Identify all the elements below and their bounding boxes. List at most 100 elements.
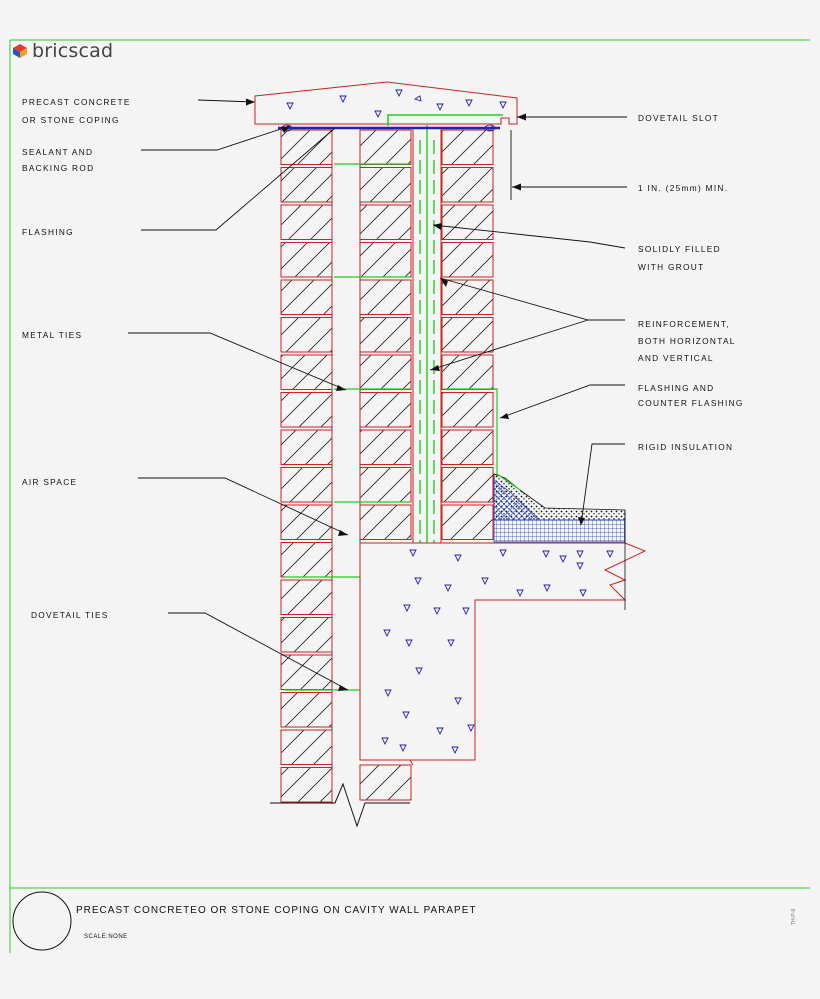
label-flashing: FLASHING (22, 227, 74, 237)
aggregate-mark (383, 629, 391, 638)
aggregate-mark (436, 727, 444, 736)
label-air-space: AIR SPACE (22, 477, 78, 487)
aggregate-mark (454, 697, 462, 706)
brick-unit (359, 429, 412, 465)
aggregate-mark (543, 584, 551, 593)
arrowheads (246, 98, 585, 691)
aggregate-mark (451, 746, 459, 755)
brick-unit (359, 764, 412, 801)
brick-unit (441, 242, 494, 278)
label-dovetail-slot: DOVETAIL SLOT (638, 113, 719, 123)
aggregate-mark (516, 589, 524, 598)
brick-unit (280, 429, 333, 465)
brick-unit (280, 317, 333, 353)
concrete-slab (359, 542, 647, 766)
brick-unit (359, 279, 412, 315)
aggregate-mark (454, 554, 462, 563)
label-grout-2: WITH GROUT (638, 262, 705, 272)
label-grout-1: SOLIDLY FILLED (638, 244, 721, 254)
brick-unit (359, 354, 412, 390)
brick-unit (441, 354, 494, 390)
aggregate-mark (462, 607, 470, 616)
brick-unit (441, 204, 494, 240)
brick-unit (280, 504, 333, 540)
aggregate-mark (403, 604, 411, 613)
brick-unit (441, 279, 494, 315)
brick-unit (359, 504, 412, 540)
label-sealant-1: SEALANT AND (22, 147, 94, 157)
brick-unit (359, 467, 412, 503)
brick-unit (359, 129, 412, 165)
aggregate-mark (402, 711, 410, 720)
brick-unit (280, 167, 333, 203)
aggregate-mark (481, 577, 489, 586)
aggregate-mark (499, 549, 507, 558)
aggregate-mark (384, 689, 392, 698)
brick-unit (359, 242, 412, 278)
label-min-clearance: 1 IN. (25mm) MIN. (638, 183, 729, 193)
brick-unit (280, 392, 333, 428)
coping (254, 81, 518, 132)
label-reinf-1: REINFORCEMENT, (638, 319, 730, 329)
label-coping-2: OR STONE COPING (22, 115, 120, 125)
sheet-number: TH-P-8 (791, 908, 797, 925)
metal-ties (285, 163, 497, 691)
brick-unit (280, 767, 333, 803)
grout-core (412, 128, 442, 543)
aggregate-mark (414, 577, 422, 586)
brick-unit (280, 617, 333, 653)
aggregate-mark (447, 639, 455, 648)
brick-unit (441, 167, 494, 203)
brick-unit (280, 204, 333, 240)
brick-unit (280, 729, 333, 765)
label-rigid-insulation: RIGID INSULATION (638, 442, 734, 452)
outer-brick-wythe (280, 129, 333, 803)
label-counter-2: COUNTER FLASHING (638, 398, 744, 408)
inner-brick-wythe (359, 129, 494, 540)
label-reinf-2: BOTH HORIZONTAL (638, 336, 736, 346)
brick-unit (441, 467, 494, 503)
brick-unit (280, 242, 333, 278)
title-bubble (12, 891, 72, 951)
brick-unit (280, 654, 333, 690)
label-reinf-3: AND VERTICAL (638, 353, 714, 363)
aggregate-mark (409, 549, 417, 558)
label-dovetail-ties: DOVETAIL TIES (31, 610, 109, 620)
roof-assembly (493, 388, 626, 610)
aggregate-mark (542, 550, 550, 559)
brick-unit (359, 204, 412, 240)
brick-unit (280, 692, 333, 728)
aggregate-mark (559, 555, 567, 564)
aggregate-mark (405, 639, 413, 648)
brick-unit (359, 167, 412, 203)
sheet-frame (9, 39, 810, 953)
brick-unit (280, 542, 333, 578)
brick-unit (280, 579, 333, 615)
aggregate-mark (433, 607, 441, 616)
brick-unit (441, 392, 494, 428)
cavity (331, 130, 361, 804)
label-sealant-2: BACKING ROD (22, 163, 95, 173)
brick-unit (441, 504, 494, 540)
drawing-title: PRECAST CONCRETEO OR STONE COPING ON CAV… (76, 905, 477, 916)
lower-inner-wythe (359, 764, 412, 801)
brick-unit (280, 467, 333, 503)
aggregate-mark (576, 550, 584, 559)
break-line (270, 782, 410, 828)
brick-unit (280, 354, 333, 390)
brand-name: bricscad (32, 40, 114, 62)
brick-unit (280, 129, 333, 165)
bricscad-logo: bricscad (12, 40, 113, 62)
aggregate-mark (467, 724, 475, 733)
bricscad-logo-icon (13, 44, 27, 58)
aggregate-mark (606, 550, 614, 559)
aggregate-mark (444, 584, 452, 593)
label-metal-ties: METAL TIES (22, 330, 83, 340)
aggregate-mark (576, 562, 584, 571)
aggregate-mark (415, 667, 423, 676)
aggregate-mark (579, 589, 587, 598)
brick-unit (441, 129, 494, 165)
drawing-scale: SCALE:NONE (84, 934, 128, 940)
